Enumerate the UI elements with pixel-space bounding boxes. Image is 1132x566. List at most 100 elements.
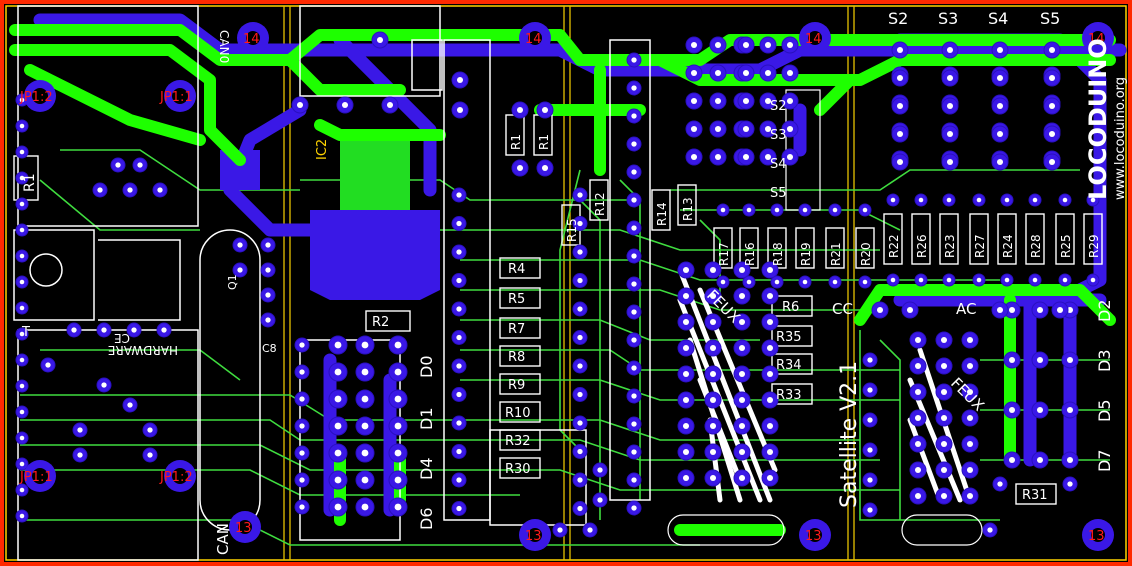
pad-hole [19, 175, 25, 181]
pad-hole [896, 74, 904, 82]
pad-hole [720, 279, 726, 285]
pad-hole [376, 36, 384, 44]
pad-hole [577, 192, 583, 198]
pad-hole [709, 422, 717, 430]
pad-hole [361, 395, 369, 403]
pad-hole [334, 449, 342, 457]
pin-label-d6: D6 [417, 508, 436, 531]
pad-hole [764, 153, 772, 161]
pad-hole [1067, 481, 1073, 487]
pad-hole [682, 474, 690, 482]
pad-hole [914, 362, 922, 370]
pad-hole [341, 101, 349, 109]
res-r35: R35 [776, 330, 802, 345]
pad-hole [577, 363, 583, 369]
servo-inline-s5: S5 [770, 186, 787, 201]
pad-hole [862, 279, 868, 285]
pad-hole [1048, 74, 1056, 82]
pad-hole [966, 414, 974, 422]
pad-hole [738, 292, 746, 300]
pad-hole [1048, 158, 1056, 166]
res-r30: R30 [505, 462, 531, 477]
pad-hole [738, 422, 746, 430]
mount-hole-top-4 [1082, 22, 1114, 54]
res-r8: R8 [508, 350, 525, 365]
board-outline [5, 5, 1127, 561]
pad-hole [19, 487, 25, 493]
res-r24: R24 [1001, 234, 1015, 258]
pad-hole [940, 440, 948, 448]
mount-hole-bot-4 [1082, 519, 1114, 551]
res-r14: R14 [655, 202, 669, 226]
pad-hole [1008, 406, 1016, 414]
pad-hole [541, 164, 549, 172]
pad-hole [946, 46, 954, 54]
pad-hole [631, 57, 637, 63]
pad-hole [361, 449, 369, 457]
pad-hole [946, 277, 952, 283]
res-r1a: R1 [509, 134, 523, 150]
right-label-d3: D3 [1095, 350, 1114, 373]
pad-hole [456, 334, 462, 341]
pad-hole [1066, 406, 1074, 414]
pad-hole [996, 130, 1004, 138]
pad-hole [682, 344, 690, 352]
pad-hole [361, 476, 369, 484]
jp1-2-bottom-label: JP1:2 [159, 470, 193, 485]
pad-hole [766, 422, 774, 430]
res-r27: R27 [973, 234, 987, 258]
pad-hole [996, 158, 1004, 166]
pad-hole [597, 497, 603, 503]
pad-hole [19, 279, 25, 285]
pad-hole [557, 527, 563, 533]
pad-hole [867, 477, 873, 483]
pad-hole [709, 370, 717, 378]
pad-hole [456, 505, 462, 512]
pad-hole [456, 306, 462, 312]
pad-hole [918, 277, 924, 283]
right-label-d7: D7 [1095, 450, 1114, 473]
res-r9: R9 [508, 378, 525, 393]
pad-hole [334, 476, 342, 484]
pad-hole [896, 102, 904, 110]
pad-hole [1032, 197, 1038, 203]
servo-inline-s3: S3 [770, 128, 787, 143]
pad-hole [631, 281, 637, 287]
pad-hole [682, 396, 690, 404]
servo-top-s3: S3 [938, 9, 958, 28]
pad-hole [746, 207, 752, 213]
jp1-1-bottom-label: JP1:1 [19, 470, 53, 485]
pad-hole [456, 420, 462, 426]
pad-hole [631, 309, 637, 315]
mount-hole-bot-3 [799, 519, 831, 551]
regulator-tab [340, 130, 410, 210]
pad-hole [237, 267, 243, 273]
pad-hole [456, 277, 462, 284]
servo-inline-s4: S4 [770, 157, 787, 172]
pad-hole [456, 477, 462, 483]
pad-hole [299, 477, 305, 483]
pad-hole [334, 368, 342, 376]
res-r13: R13 [681, 197, 695, 221]
jumper-labels: JP1:2 JP1:1 JP1:1 JP1:2 [19, 90, 193, 485]
q1-label: Q1 [226, 274, 239, 290]
pads [15, 31, 1100, 538]
pad-hole [766, 396, 774, 404]
pad-hole [127, 402, 133, 408]
pad-hole [690, 41, 698, 49]
pad-hole [709, 396, 717, 404]
res-r33: R33 [776, 388, 802, 403]
mount-hole-top-3 [799, 22, 831, 54]
pad-hole [918, 197, 924, 203]
pad-hole [786, 69, 794, 77]
pad-hole [265, 292, 271, 298]
res-r20: R20 [859, 242, 873, 266]
res-r4: R4 [508, 262, 525, 277]
website-text: www.locoduino.org [1113, 77, 1128, 200]
pad-hole [896, 158, 904, 166]
pad-hole [1008, 356, 1016, 364]
pad-hole [19, 201, 25, 207]
pad-hole [334, 422, 342, 430]
pad-hole [714, 41, 722, 49]
pad-hole [394, 341, 402, 349]
